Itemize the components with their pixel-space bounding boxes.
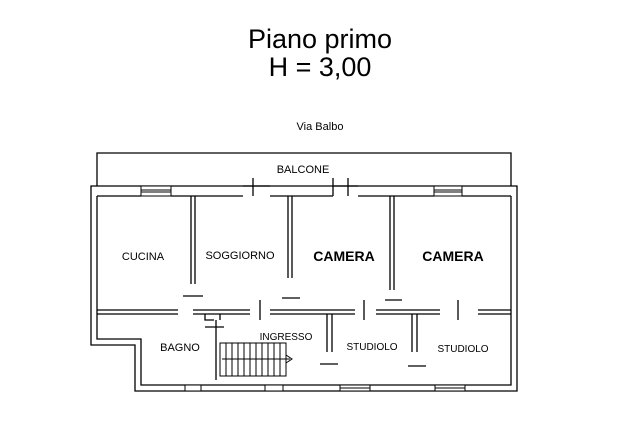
- room-label-camera-1: CAMERA: [313, 248, 374, 264]
- interior-walls: [97, 196, 511, 380]
- windows-bottom: [184, 384, 466, 392]
- street-label: Via Balbo: [296, 121, 344, 133]
- room-label-camera-2: CAMERA: [422, 248, 483, 264]
- plan-height-label: H = 3,00: [268, 52, 372, 82]
- balcony-doors: [243, 178, 358, 196]
- room-label-cucina: CUCINA: [122, 251, 165, 263]
- room-label-bagno: BAGNO: [160, 342, 200, 354]
- windows-top: [140, 185, 463, 197]
- room-label-studiolo-1: STUDIOLO: [346, 342, 397, 353]
- room-label-balcone: BALCONE: [277, 164, 330, 176]
- room-label-soggiorno: SOGGIORNO: [205, 250, 275, 262]
- balcony-outline: [96, 152, 512, 186]
- plan-title: Piano primo: [247, 24, 393, 54]
- room-label-ingresso: INGRESSO: [260, 332, 313, 343]
- room-label-studiolo-2: STUDIOLO: [437, 344, 488, 355]
- outer-wall: [90, 185, 518, 392]
- staircase: [219, 342, 293, 377]
